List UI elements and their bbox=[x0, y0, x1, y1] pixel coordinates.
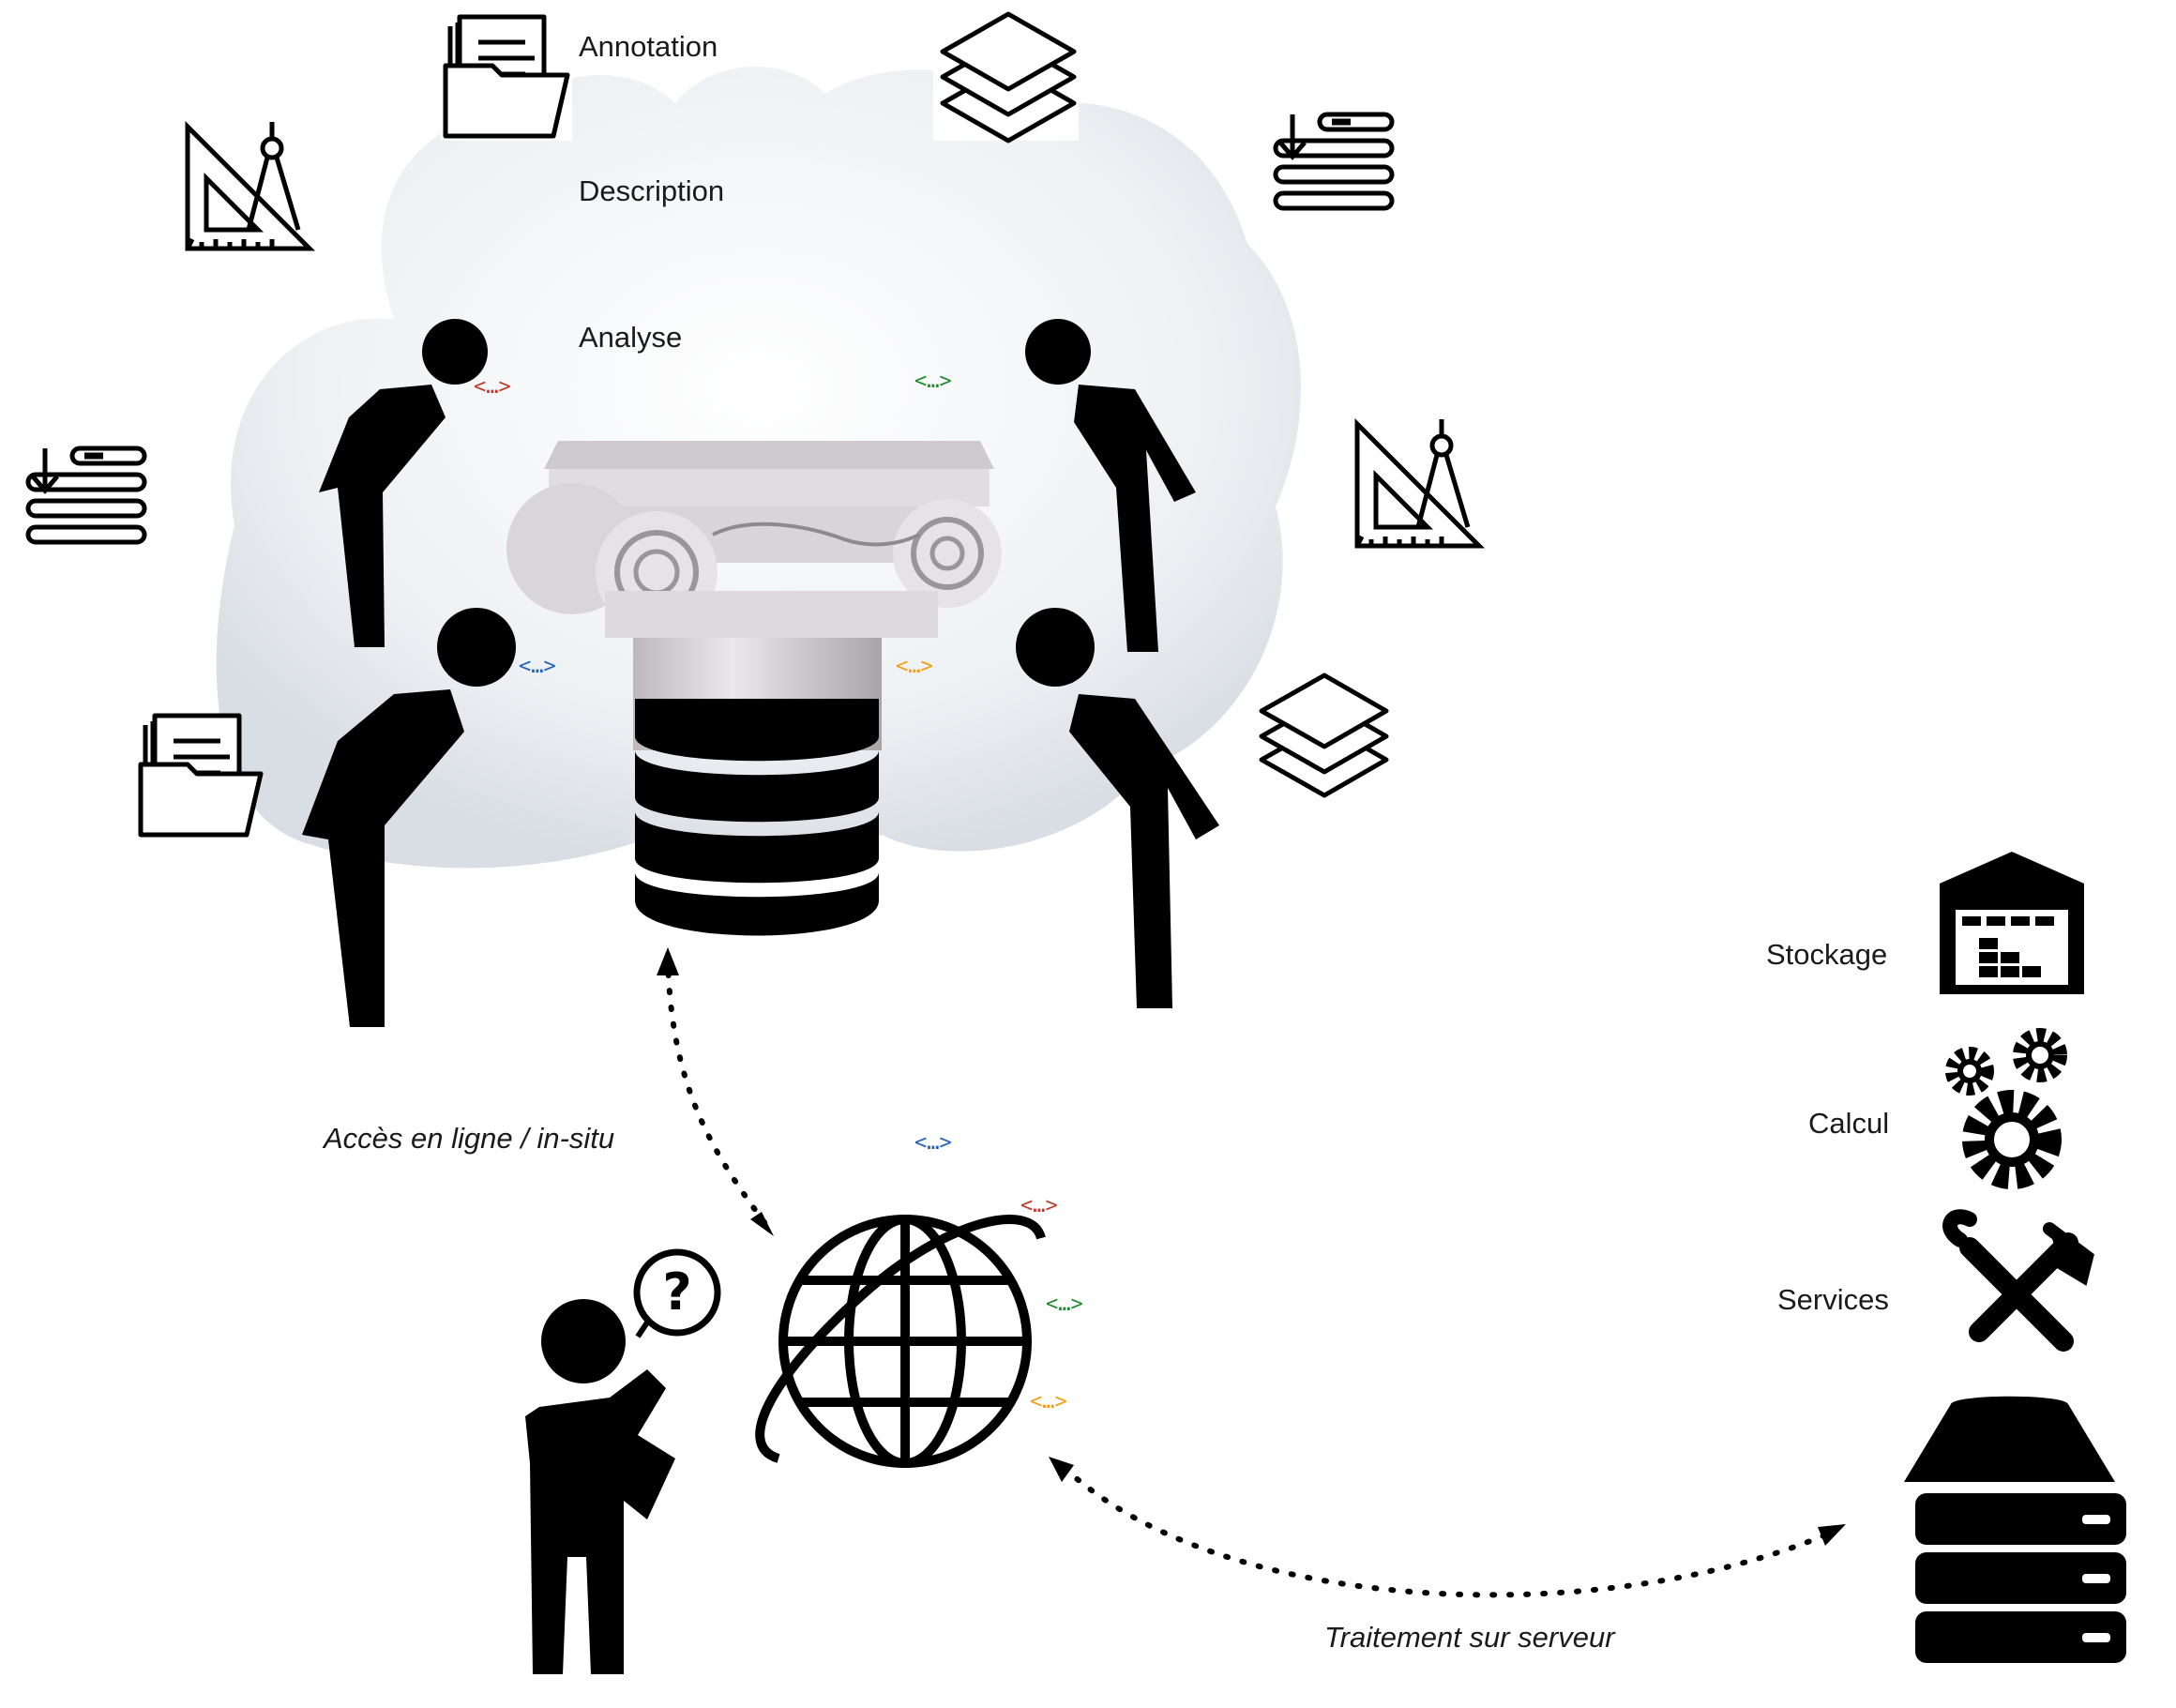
code-tag-blue: <…> bbox=[519, 655, 556, 678]
document-folder-icon bbox=[441, 14, 572, 141]
label-access: Accès en ligne / in-situ bbox=[324, 1122, 615, 1155]
server-icon bbox=[1904, 1396, 2126, 1663]
warehouse-icon bbox=[1940, 852, 2084, 994]
code-tag-orange: <…> bbox=[896, 655, 933, 678]
code-tag-green: <…> bbox=[1046, 1292, 1083, 1316]
code-tag-red: <…> bbox=[1020, 1194, 1058, 1217]
layers-icon bbox=[1259, 673, 1389, 798]
person-icon bbox=[1016, 608, 1219, 1008]
code-tag-red: <…> bbox=[474, 375, 511, 399]
download-list-icon bbox=[1273, 112, 1395, 211]
person-icon bbox=[1025, 319, 1196, 652]
server-connector bbox=[1049, 1457, 1846, 1598]
layers-icon bbox=[933, 5, 1079, 144]
person-icon bbox=[302, 608, 516, 1027]
download-list-icon bbox=[25, 446, 147, 545]
access-connector bbox=[657, 947, 774, 1236]
code-tag-orange: <…> bbox=[1030, 1390, 1067, 1413]
label-description: Description bbox=[579, 174, 725, 207]
code-tag-green: <…> bbox=[914, 370, 952, 393]
database-icon bbox=[635, 699, 879, 936]
label-compute: Calcul bbox=[1808, 1107, 1890, 1140]
person-icon bbox=[319, 319, 488, 647]
svg-text:?: ? bbox=[662, 1262, 691, 1322]
tools-icon bbox=[1942, 1209, 2094, 1352]
drafting-tools-icon bbox=[1354, 417, 1486, 549]
code-tag-blue: <…> bbox=[914, 1131, 952, 1155]
globe-icon bbox=[755, 1215, 1046, 1468]
drafting-tools-icon bbox=[185, 120, 316, 251]
label-annotation: Annotation bbox=[579, 30, 718, 63]
thinking-person-icon: ? bbox=[525, 1248, 721, 1674]
label-services: Services bbox=[1777, 1283, 1889, 1316]
gears-icon bbox=[1945, 1028, 2067, 1189]
document-folder-icon bbox=[138, 713, 264, 838]
label-server-processing: Traitement sur serveur bbox=[1324, 1621, 1615, 1654]
label-analyse: Analyse bbox=[579, 321, 683, 354]
label-storage: Stockage bbox=[1766, 938, 1888, 971]
